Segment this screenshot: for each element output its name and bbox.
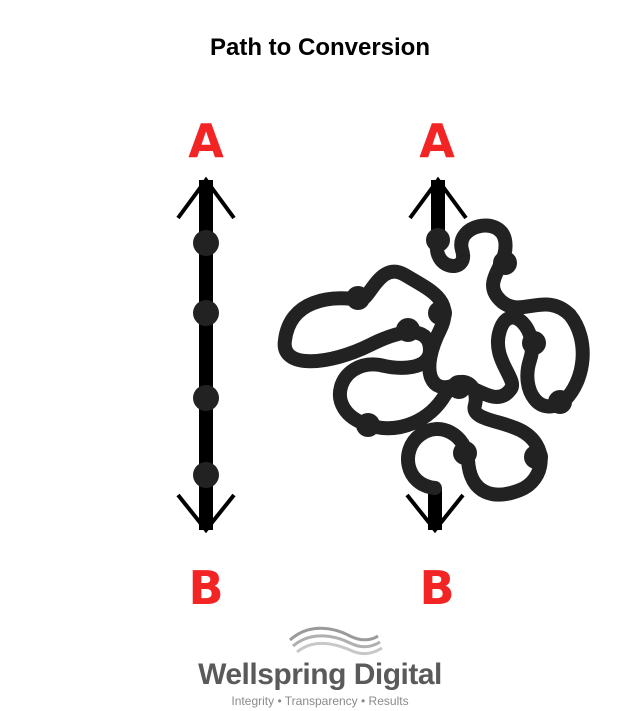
direct-path-stop (193, 385, 219, 411)
direct-path-stop (193, 230, 219, 256)
tangled-path-arrow-up (408, 176, 468, 220)
page-title: Path to Conversion (209, 34, 431, 61)
company-logo: Wellspring Digital Integrity • Transpare… (0, 620, 640, 708)
logo-tagline: Integrity • Transparency • Results (231, 694, 409, 708)
right-end-label: B (419, 561, 455, 615)
tangled-path-stop (428, 301, 452, 325)
direct-path-stop (193, 300, 219, 326)
tangled-path-stop (522, 331, 546, 355)
left-end-label: B (188, 561, 224, 615)
direct-path (176, 176, 236, 534)
tangled-path-stop (493, 251, 517, 275)
tangled-path-stop (356, 413, 380, 437)
direct-path-stop (193, 462, 219, 488)
tangled-path-stop (447, 375, 471, 399)
logo-swoosh-icon (288, 626, 383, 656)
tangled-path-stop (426, 228, 450, 252)
tangled-path-stop (453, 441, 477, 465)
left-start-label: A (188, 114, 224, 168)
direct-path-arrow-down (176, 493, 236, 534)
tangled-path-stop (346, 286, 370, 310)
right-start-label: A (419, 114, 455, 168)
tangled-path-arrow-down (405, 493, 465, 534)
tangled-path-stop (548, 390, 572, 414)
tangled-path-stop (396, 318, 420, 342)
logo-name: Wellspring Digital (198, 658, 442, 691)
tangled-path (277, 176, 590, 534)
direct-path-arrow-up (176, 176, 236, 220)
tangled-path-stop (524, 445, 548, 469)
